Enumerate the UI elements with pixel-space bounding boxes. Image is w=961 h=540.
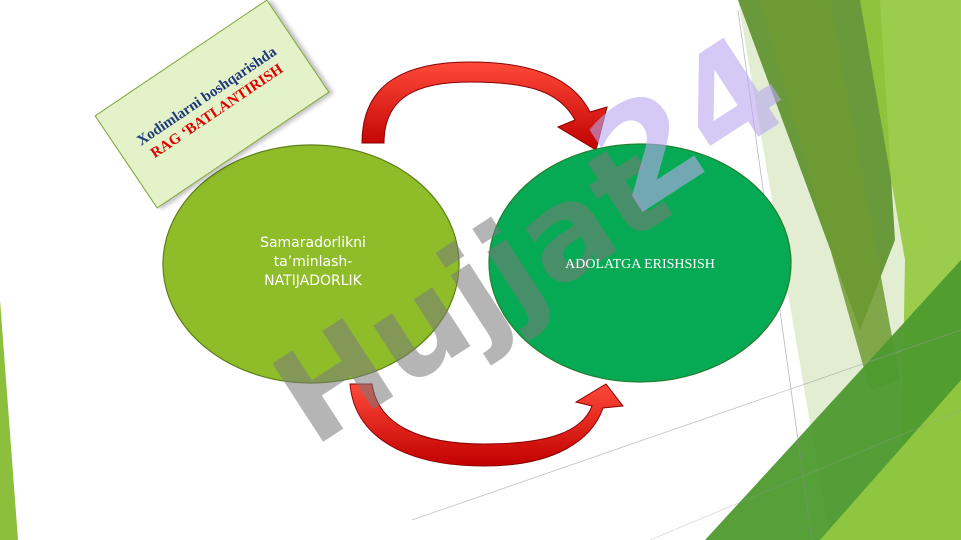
right-circle	[488, 143, 792, 383]
deco-olive-band	[760, 0, 900, 390]
bottom-curved-arrow	[349, 383, 624, 467]
deco-line-2	[411, 329, 961, 521]
top-curved-arrow	[361, 61, 608, 151]
deco-line-3	[649, 409, 961, 540]
deco-left-strip	[0, 300, 18, 540]
left-circle	[162, 144, 460, 384]
right-circle-label: ADOLATGA ERISHSISH	[565, 257, 715, 272]
deco-bottom-light	[820, 380, 961, 540]
left-circle-label: Samaradorlikni ta’minlash- NATIJADORLIK	[260, 235, 366, 289]
